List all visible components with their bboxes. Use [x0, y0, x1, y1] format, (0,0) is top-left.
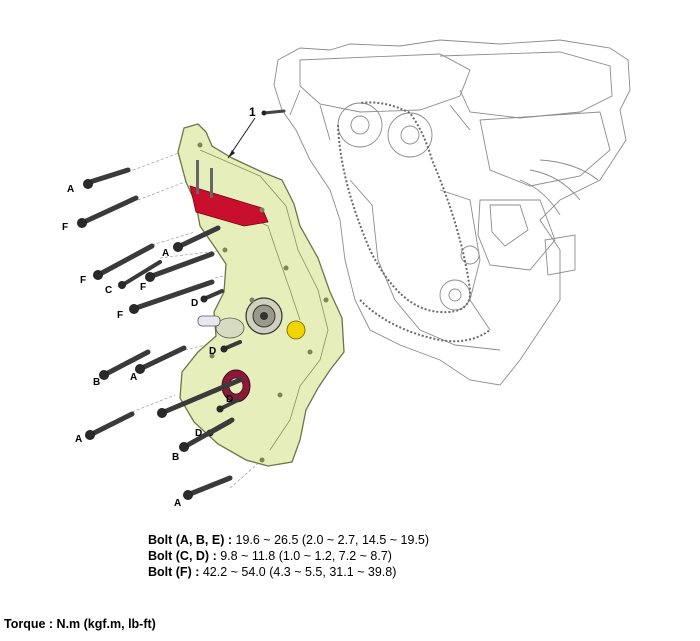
label-b2: B — [172, 452, 179, 463]
spec-row-f: Bolt (F) : 42.2 ~ 54.0 (4.3 ~ 5.5, 31.1 … — [148, 564, 429, 580]
spec-label: Bolt (F) : — [148, 565, 200, 579]
label-f4: F — [117, 310, 123, 321]
bolt-b-1 — [99, 349, 151, 380]
timing-chain-cover-exploded-diagram: 1 A F A F C F F D D B A D A D B A — [62, 39, 631, 509]
label-a5: A — [174, 498, 181, 509]
yellow-marker — [286, 320, 306, 340]
label-a2: A — [162, 248, 169, 259]
torque-unit-note: Torque : N.m (kgf.m, lb-ft) — [4, 617, 156, 631]
bolt-d-2 — [220, 340, 242, 353]
bolt-long-mid — [157, 377, 243, 418]
timing-chain-cover — [177, 123, 345, 467]
bolt-d-1 — [200, 289, 224, 303]
spec-value: 42.2 ~ 54.0 (4.3 ~ 5.5, 31.1 ~ 39.8) — [199, 565, 397, 579]
bolt-a-4 — [85, 411, 135, 440]
bolt-b-2 — [179, 417, 235, 452]
spec-row-abe: Bolt (A, B, E) : 19.6 ~ 26.5 (2.0 ~ 2.7,… — [148, 532, 429, 548]
bolt-a-5 — [183, 475, 233, 500]
bolts — [77, 167, 243, 500]
part-1-callout: 1 — [227, 105, 286, 159]
label-a4: A — [75, 434, 82, 445]
spec-label: Bolt (C, D) : — [148, 549, 217, 563]
label-d3: D — [226, 394, 233, 405]
label-d1: D — [191, 298, 198, 309]
spec-value: 9.8 ~ 11.8 (1.0 ~ 1.2, 7.2 ~ 8.7) — [216, 549, 392, 563]
label-d2: D — [209, 346, 216, 357]
label-b1: B — [93, 377, 100, 388]
spec-row-cd: Bolt (C, D) : 9.8 ~ 11.8 (1.0 ~ 1.2, 7.2… — [148, 548, 429, 564]
spec-value: 19.6 ~ 26.5 (2.0 ~ 2.7, 14.5 ~ 19.5) — [232, 533, 430, 547]
label-f2: F — [80, 275, 86, 286]
bolt-d-3 — [216, 398, 240, 413]
bolt-f-3 — [145, 251, 215, 282]
bolt-c — [118, 260, 162, 289]
label-a1: A — [67, 184, 74, 195]
label-c1: C — [105, 285, 112, 296]
upper-gasket — [189, 185, 269, 227]
part-number-label: 1 — [249, 105, 256, 119]
bolt-letter-labels: A F A F C F F D D B A D A D B A — [62, 184, 233, 509]
label-a3: A — [130, 372, 137, 383]
engine-block-line-art — [273, 39, 631, 386]
label-d4: D — [195, 428, 202, 439]
spec-label: Bolt (A, B, E) : — [148, 533, 233, 547]
bolt-f-1 — [77, 195, 139, 228]
bolt-f-4 — [129, 279, 215, 314]
bolt-a-3 — [135, 345, 187, 374]
part-1-bolt-icon — [261, 109, 286, 116]
torque-specs: Bolt (A, B, E) : 19.6 ~ 26.5 (2.0 ~ 2.7,… — [148, 532, 429, 580]
label-f3: F — [140, 282, 146, 293]
label-f1: F — [62, 222, 68, 233]
bolt-a-top — [83, 167, 131, 189]
timing-chain — [337, 101, 491, 343]
bolt-f-2 — [93, 243, 155, 280]
bolt-a-2 — [173, 225, 221, 252]
